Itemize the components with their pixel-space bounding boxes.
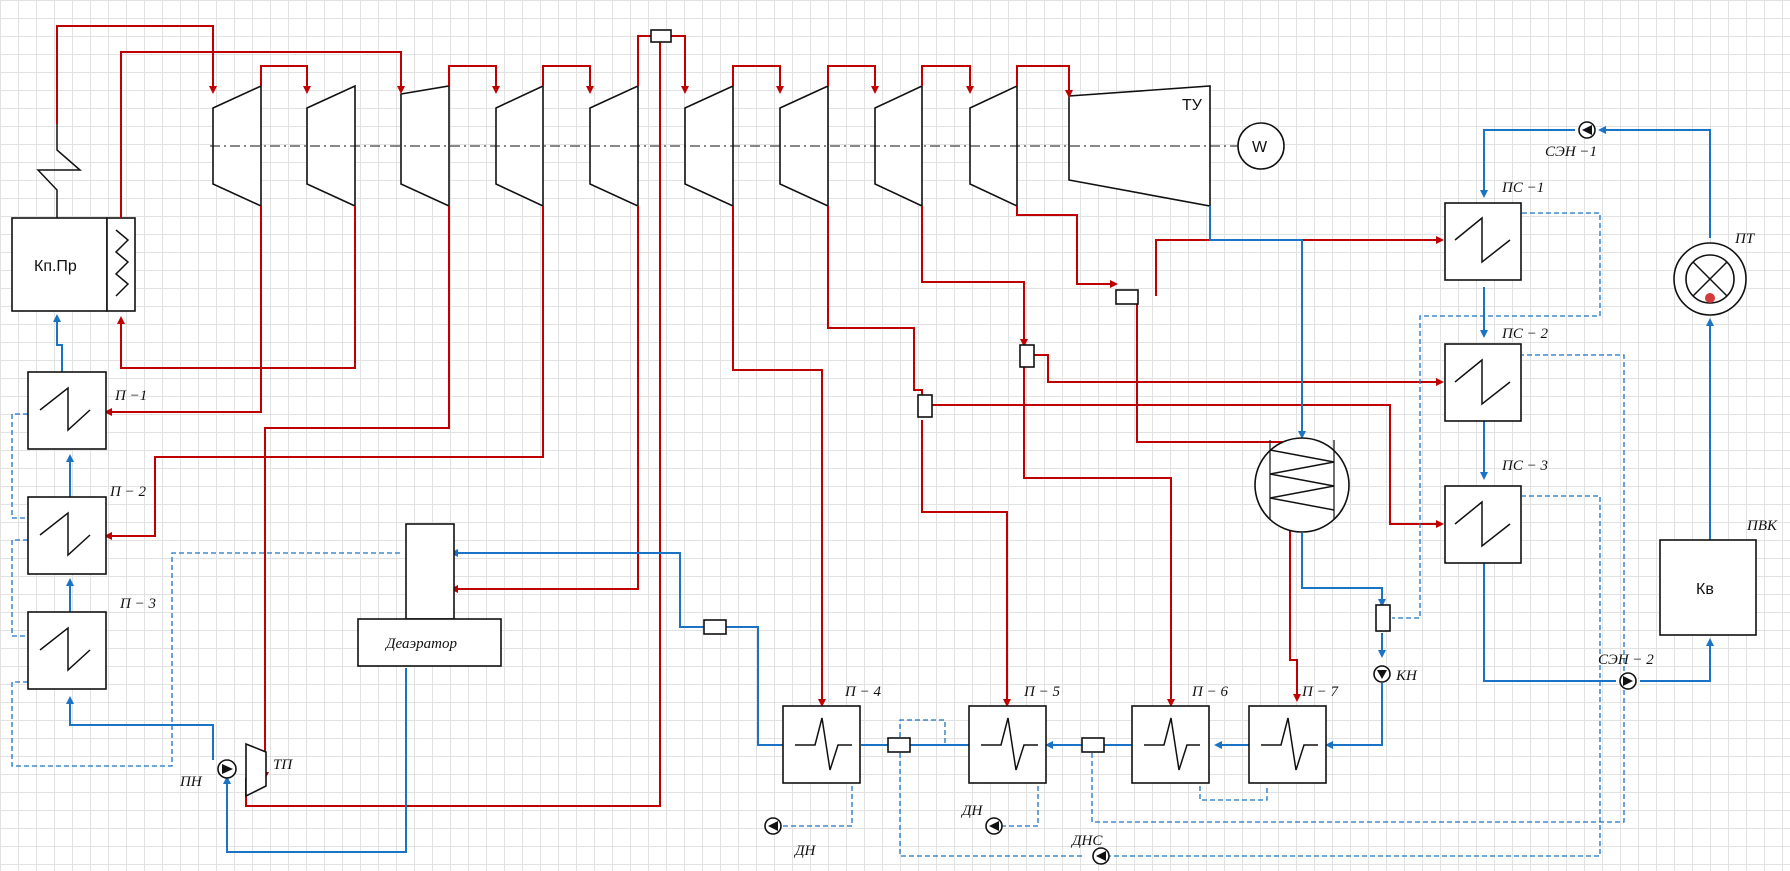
network-pump-2-label: СЭН − 2 <box>1598 652 1654 668</box>
heater-p2: П − 2 <box>27 484 146 575</box>
heater-p2-label: П − 2 <box>109 484 146 500</box>
generator-icon: W <box>1230 122 1285 170</box>
deaerator: Деаэратор <box>357 523 502 667</box>
condensate-pump-label: КН <box>1395 668 1418 684</box>
condensate-pump: КН <box>1373 665 1418 684</box>
turbine-unit-label: ТУ <box>1182 97 1203 114</box>
heat-consumer-label: ПТ <box>1734 231 1756 247</box>
mixer-icon <box>650 29 1391 753</box>
drain-pump-2-label: ДН <box>960 803 984 819</box>
heater-p3-label: П − 3 <box>119 596 156 612</box>
heater-p1: П −1 <box>27 371 147 450</box>
heater-p5: П − 5 <box>968 684 1060 784</box>
heater-p3: П − 3 <box>27 596 156 690</box>
heater-p6: П − 6 <box>1131 684 1228 784</box>
heater-ps1-label: ПС −1 <box>1501 180 1544 196</box>
lp-heaters: П − 4 П − 5 П − 6 П − 7 <box>782 684 1339 784</box>
drain-lines <box>11 212 1625 857</box>
boiler: Кп.Пр <box>11 124 136 312</box>
heater-p6-label: П − 6 <box>1191 684 1228 700</box>
heater-ps3: ПС − 3 <box>1444 458 1548 564</box>
heater-p7-label: П − 7 <box>1301 684 1339 700</box>
turbine: ТУ <box>210 84 1230 208</box>
drain-pump-1-label: ДН <box>793 843 817 859</box>
hot-water-boiler-label: ПВК <box>1746 518 1778 534</box>
drain-pump-2: ДН <box>960 803 1003 835</box>
feed-pump-label: ПН <box>179 774 203 790</box>
pump-turbine-label: ТП <box>273 757 293 773</box>
heater-p5-label: П − 5 <box>1023 684 1060 700</box>
feed-pump: ПН ТП <box>179 742 293 798</box>
heat-consumer-icon: ПТ <box>1673 231 1756 316</box>
heater-ps1: ПС −1 <box>1444 180 1544 281</box>
network-pump-1: СЭН −1 <box>1545 121 1597 160</box>
network-drain-pump-label: ДНС <box>1070 833 1103 849</box>
steam-lines <box>56 25 1444 807</box>
hot-water-boiler-box-label: Кв <box>1696 581 1714 598</box>
network-heaters: ПС −1 ПС − 2 ПС − 3 <box>1444 180 1548 564</box>
heater-p1-label: П −1 <box>114 388 147 404</box>
heater-p7: П − 7 <box>1248 684 1339 784</box>
network-pump-1-label: СЭН −1 <box>1545 144 1597 160</box>
heater-p4: П − 4 <box>782 684 881 784</box>
heater-p4-label: П − 4 <box>844 684 881 700</box>
drain-pump-1: ДН <box>764 817 817 859</box>
heater-ps2: ПС − 2 <box>1444 326 1548 422</box>
hot-water-boiler: Кв ПВК <box>1659 518 1778 636</box>
condenser-icon <box>1254 437 1350 533</box>
network-drain-pump: ДНС <box>1070 833 1110 865</box>
hp-heaters: П −1 П − 2 П − 3 <box>27 371 156 690</box>
heater-ps2-label: ПС − 2 <box>1501 326 1548 342</box>
deaerator-label: Деаэратор <box>384 636 457 652</box>
heater-ps3-label: ПС − 3 <box>1501 458 1548 474</box>
water-lines <box>53 126 1714 853</box>
boiler-label: Кп.Пр <box>34 258 77 275</box>
network-pump-2: СЭН − 2 <box>1598 652 1654 690</box>
generator-label: W <box>1252 139 1268 156</box>
